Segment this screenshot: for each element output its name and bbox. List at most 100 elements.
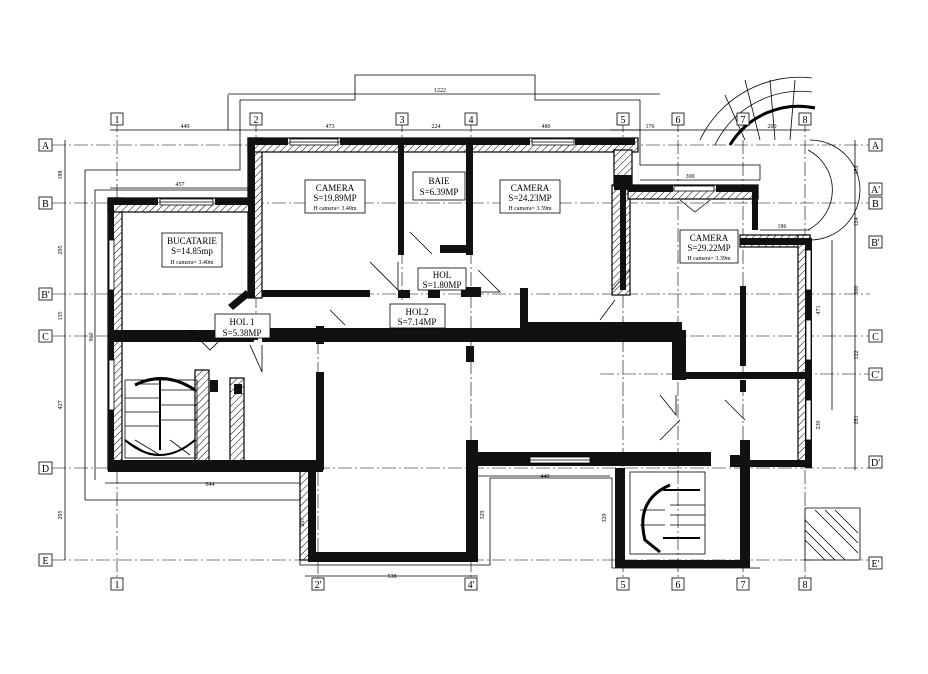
grid-labels-top: 1 2 3 4 5 6 7 8 (110, 112, 812, 126)
dim-right: 471 (816, 306, 822, 315)
grid-label: 5 (621, 580, 626, 591)
grid-label: 7 (741, 115, 746, 126)
grid-label: 1 (115, 580, 120, 591)
dim-bottom: 440 (541, 474, 550, 480)
room-hol-2: HOL2 S=7.14MP (389, 303, 446, 329)
room-height: H camera= 3.39m (508, 206, 552, 212)
room-area: S=1.80MP (423, 280, 462, 290)
room-name: HOL (433, 270, 452, 280)
grid-label: 3 (400, 115, 405, 126)
dim-top: 473 (326, 124, 335, 130)
room-name: HOL2 (406, 307, 429, 317)
grid-label: 8 (803, 580, 808, 591)
dim-bottom: 644 (206, 482, 215, 488)
room-name: CAMERA (316, 183, 355, 193)
dim-vertical: 297 (300, 518, 306, 527)
dim-top: 176 (646, 124, 655, 130)
dim-b-right: 300 (686, 174, 695, 180)
dim-left: 427 (58, 401, 64, 410)
staircase-right (629, 471, 706, 555)
room-bucatarie: BUCATARIE S=14.85mp H camera= 3.40m (161, 232, 223, 268)
room-labels: CAMERA S=19.89MP H camera= 3.40m BAIE S=… (161, 171, 739, 339)
grid-label: 1 (115, 115, 120, 126)
staircase-left (124, 377, 198, 459)
dim-sub-top: 457 (176, 182, 185, 188)
room-camera-3: CAMERA S=29.22MP H camera= 3.39m (679, 229, 739, 264)
grid-labels-left: A B B' C D E (38, 138, 53, 567)
doors (189, 199, 746, 441)
dim-top: 480 (542, 124, 551, 130)
grid-label: D (42, 464, 49, 475)
room-name: BAIE (429, 176, 450, 186)
dim-right: 281 (854, 416, 860, 425)
grid-label: 4 (469, 115, 474, 126)
room-area: S=19.89MP (313, 193, 356, 203)
dim-left: 188 (58, 171, 64, 180)
room-hol: HOL S=1.80MP (417, 267, 467, 291)
room-camera-2: CAMERA S=24.23MP H camera= 3.39m (499, 179, 561, 214)
grid-label: E' (872, 559, 880, 570)
grid-label: 5 (621, 115, 626, 126)
dim-left: 960 (89, 333, 95, 342)
room-area: S=29.22MP (687, 243, 730, 253)
grid-label: A (42, 141, 50, 152)
grid-label: C (42, 332, 49, 343)
dim-right: 230 (816, 421, 822, 430)
grid-label: A (872, 141, 880, 152)
dimension-labels: 1222 449 473 224 480 176 200 457 300 186… (58, 88, 860, 580)
dim-bp-right: 186 (778, 224, 787, 230)
room-hol-1: HOL 1 S=5.38MP (214, 313, 271, 339)
dim-bottom: 538 (388, 574, 397, 580)
room-name: HOL 1 (230, 317, 255, 327)
grid-labels-right: A A' B B' C C' D' E' (868, 138, 883, 570)
room-area: S=14.85mp (171, 246, 213, 256)
dim-top: 200 (768, 124, 777, 130)
dim-right: 159 (854, 166, 860, 175)
grid-label: C' (871, 370, 880, 381)
dim-left: 135 (58, 312, 64, 321)
grid-label: A' (871, 185, 880, 196)
room-name: BUCATARIE (167, 236, 217, 246)
dim-right: 124 (854, 218, 860, 227)
room-name: CAMERA (511, 183, 550, 193)
dim-right: 300 (854, 286, 860, 295)
room-area: S=24.23MP (508, 193, 551, 203)
grid-label: 4' (468, 580, 475, 591)
dim-left: 295 (58, 511, 64, 520)
grid-label: 6 (676, 115, 681, 126)
room-camera-1: CAMERA S=19.89MP H camera= 3.40m (304, 179, 366, 214)
grid-label: B' (871, 238, 880, 249)
grid-label: D' (871, 458, 880, 469)
grid-label: 2 (254, 115, 259, 126)
dim-left: 295 (58, 246, 64, 255)
dim-vertical: 329 (602, 514, 608, 523)
dim-overall-top: 1222 (434, 88, 446, 94)
grid-label: E (42, 556, 48, 567)
room-height: H camera= 3.39m (687, 256, 731, 262)
room-baie: BAIE S=6.39MP (412, 171, 466, 201)
room-area: S=6.39MP (420, 187, 459, 197)
exterior-stairs (804, 507, 861, 561)
grid-label: C (872, 332, 879, 343)
dim-vertical: 329 (480, 511, 486, 520)
room-height: H camera= 3.40m (170, 260, 214, 266)
dim-top: 224 (432, 124, 441, 130)
grid-label: 2' (315, 580, 322, 591)
dim-top: 449 (181, 124, 190, 130)
grid-label: B (42, 199, 49, 210)
room-name: CAMERA (690, 233, 729, 243)
room-area: S=7.14MP (398, 317, 437, 327)
grid-label: B' (41, 290, 50, 301)
walls (108, 138, 812, 568)
grid-label: 6 (676, 580, 681, 591)
dim-right: 122 (854, 351, 860, 360)
grid-labels-bottom: 1 2' 4' 5 6 7 8 (110, 577, 812, 591)
terrace-curve (699, 76, 861, 241)
windows (108, 138, 812, 464)
room-area: S=5.38MP (223, 328, 262, 338)
grid-label: 8 (803, 115, 808, 126)
room-height: H camera= 3.40m (313, 206, 357, 212)
grid-label: B (872, 199, 879, 210)
grid-label: 7 (741, 580, 746, 591)
